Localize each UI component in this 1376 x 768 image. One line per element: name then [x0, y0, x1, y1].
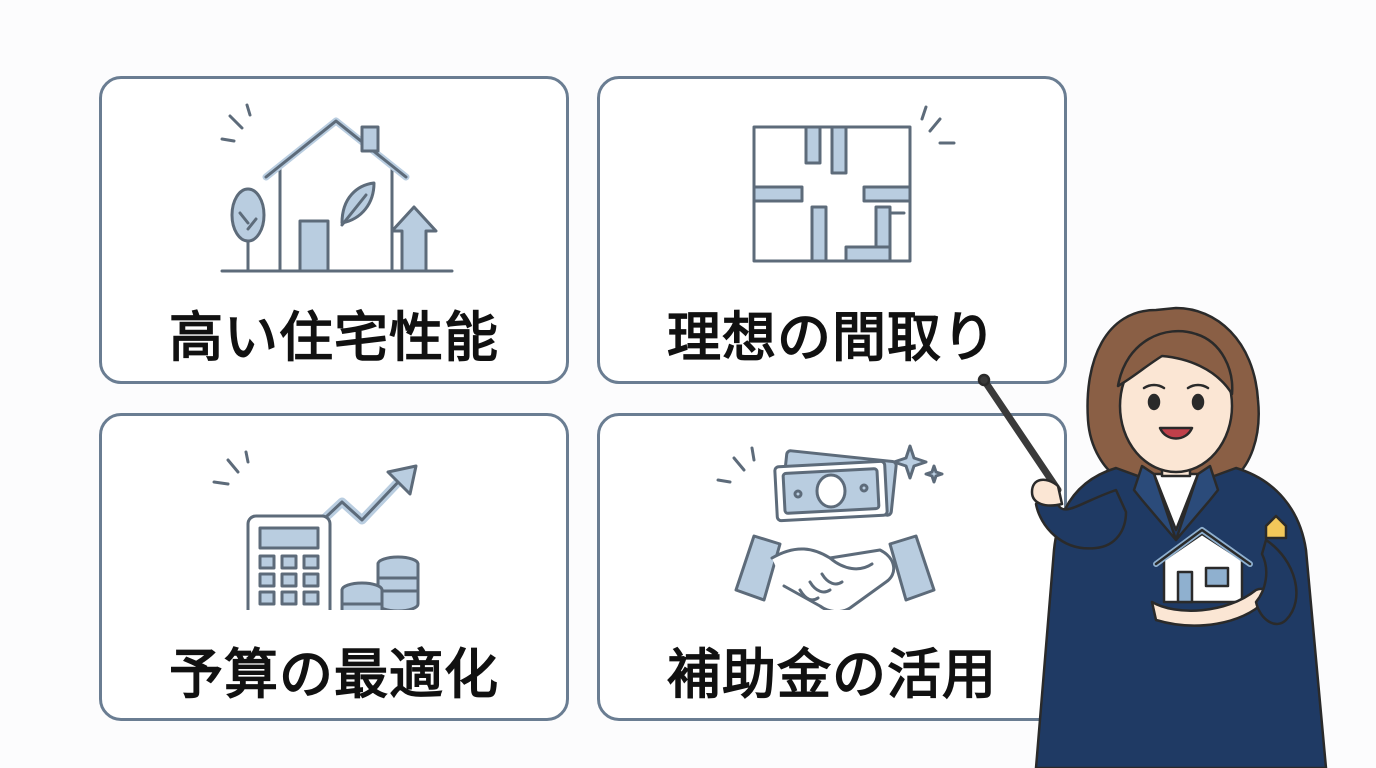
- card-budget: 予算の最適化: [99, 413, 569, 721]
- card-label: 高い住宅性能: [169, 306, 499, 369]
- pointer-icon: [980, 376, 1062, 494]
- card-label: 補助金の活用: [667, 643, 997, 706]
- card-subsidy: 補助金の活用: [597, 413, 1067, 721]
- calculator-coins-icon: [212, 450, 420, 610]
- eco-house-icon: [220, 103, 454, 273]
- money-handshake-icon: [716, 444, 944, 610]
- card-label: 予算の最適化: [169, 643, 499, 706]
- card-high-performance: 高い住宅性能: [99, 76, 569, 384]
- house-pin-icon: [1264, 514, 1288, 540]
- card-label: 理想の間取り: [667, 306, 997, 369]
- presenter-illustration: [977, 306, 1328, 768]
- card-floor-plan: 理想の間取り: [597, 76, 1067, 384]
- floor-plan-icon: [752, 105, 956, 263]
